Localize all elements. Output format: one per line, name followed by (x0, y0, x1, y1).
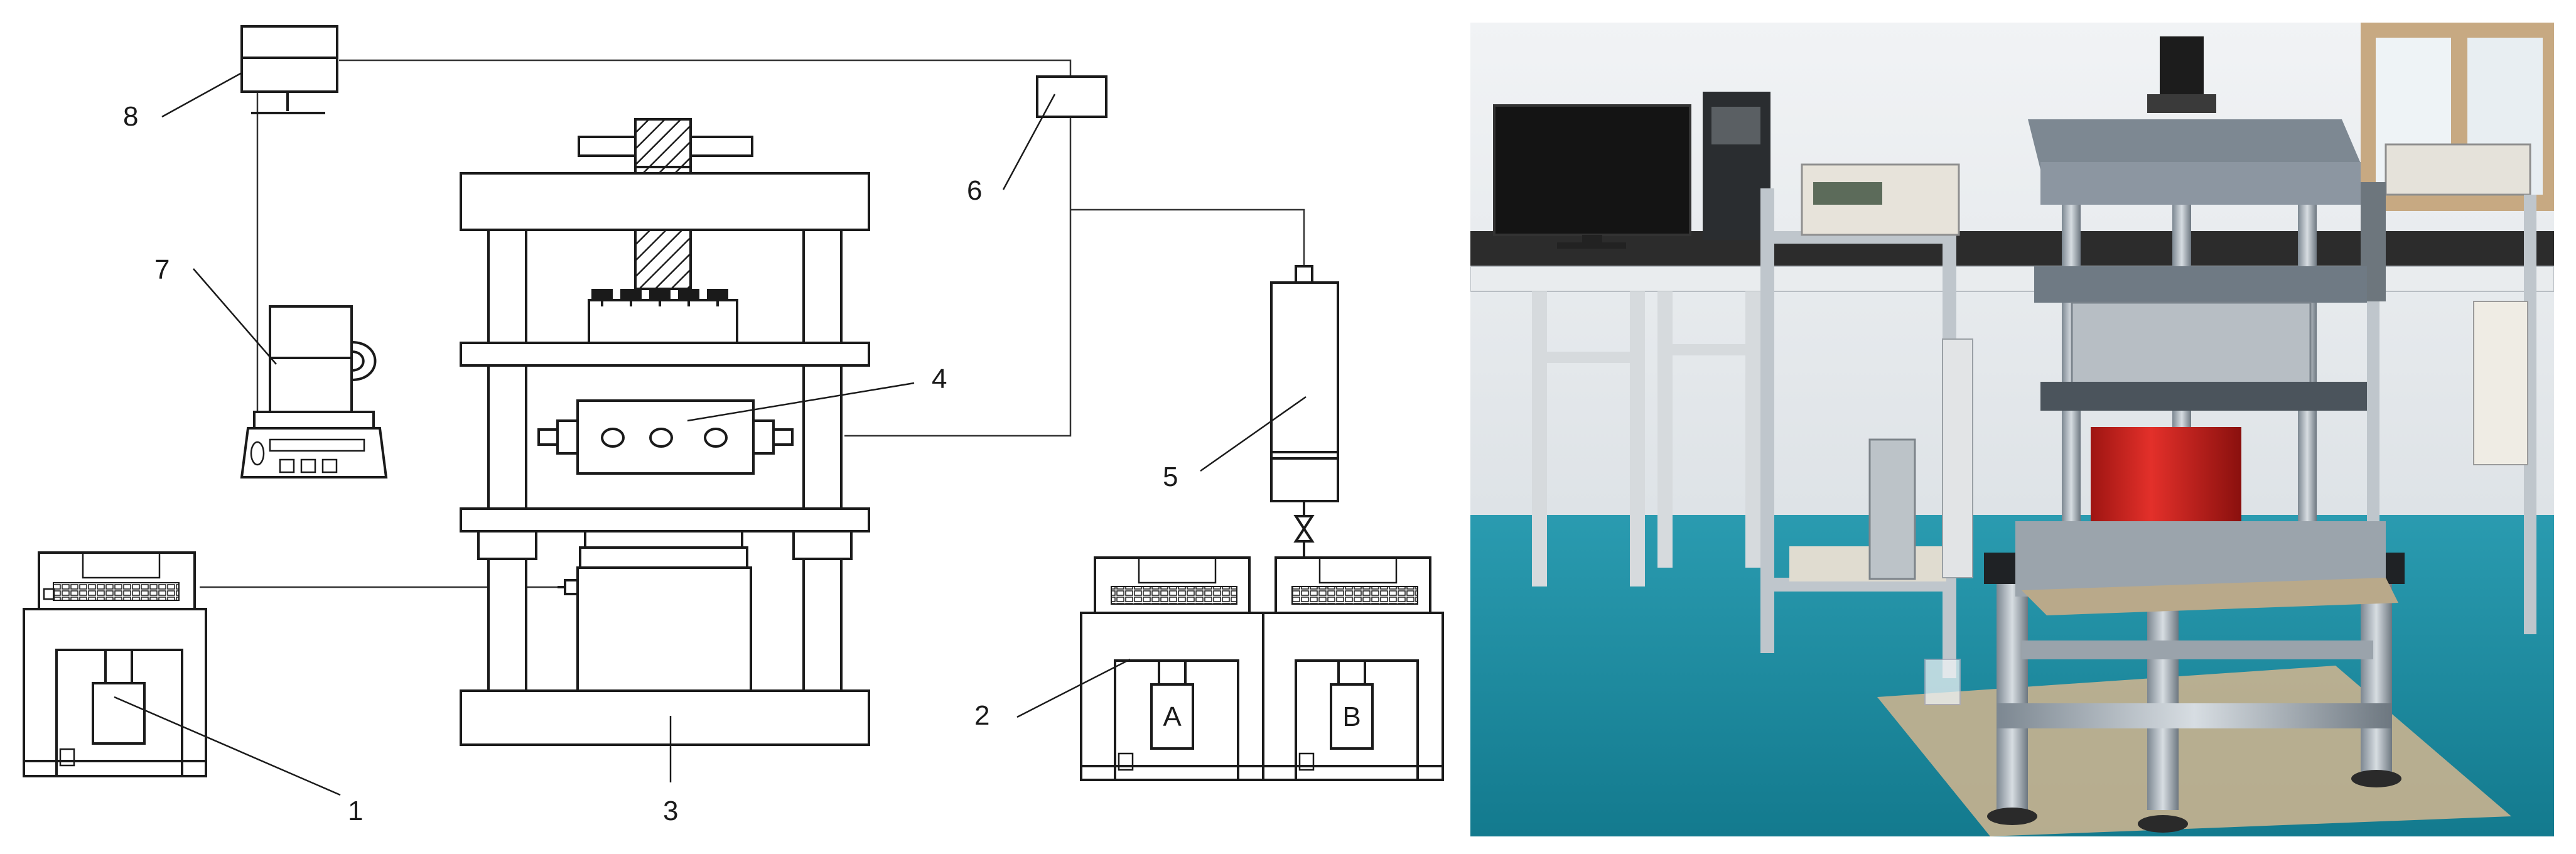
electronic-balance (240, 305, 388, 478)
photo-monitor (1493, 104, 1691, 249)
photo-press (2015, 36, 2398, 615)
callout-5: 5 (1163, 462, 1178, 492)
pump-a (1080, 556, 1264, 781)
controller-box (1036, 75, 1107, 118)
press-frame (460, 118, 870, 746)
intermediate-container (1270, 265, 1339, 558)
equipment-photo (1470, 23, 2554, 836)
leader-lines (114, 72, 1307, 796)
callout-1: 1 (348, 796, 363, 826)
sample-holder (537, 399, 794, 475)
pump-b-label: B (1342, 701, 1361, 732)
callout-6: 6 (967, 175, 982, 206)
schematic-diagram: A B 8 7 1 3 4 6 5 2 (23, 25, 1444, 826)
callout-8: 8 (123, 101, 138, 132)
hydraulic-pump-2: A B (1080, 556, 1444, 781)
callout-4: 4 (932, 364, 947, 394)
bolt-row (591, 289, 728, 306)
callout-7: 7 (154, 254, 170, 285)
valve-icon (1293, 515, 1315, 543)
callout-2: 2 (974, 700, 989, 731)
photo-right-instruments (2361, 143, 2536, 634)
callout-3: 3 (663, 796, 678, 826)
lab-bench (1470, 231, 2554, 266)
hydraulic-pump-1 (23, 551, 207, 777)
pump-a-label: A (1163, 701, 1182, 732)
computer-monitor (240, 25, 338, 114)
callout-labels: 8 7 1 3 4 6 5 2 (123, 101, 1178, 826)
pump-b (1262, 556, 1444, 781)
photo-cart (1760, 163, 1973, 678)
photo-stand (1877, 553, 2511, 836)
